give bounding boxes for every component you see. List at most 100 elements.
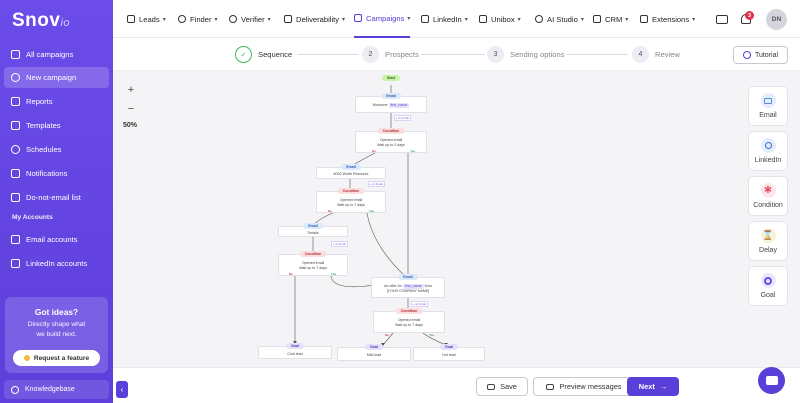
arrow-right-icon: → (659, 382, 668, 391)
sidebar-item-label: Email accounts (26, 235, 78, 244)
edge-delay-label: + in 0 min (394, 115, 412, 121)
sidebar-item-label: LinkedIn accounts (26, 259, 88, 268)
zoom-out-button[interactable]: − (127, 103, 135, 115)
nav-finder[interactable]: Finder▾ (178, 0, 218, 38)
nav-verifier[interactable]: Verifier▾ (229, 0, 271, 38)
sidebar-item-new-campaign[interactable]: New campaign (4, 67, 109, 88)
flow-node-email-1[interactable]: Email Welcome first_name (355, 93, 427, 113)
user-menu[interactable]: DN (766, 0, 787, 38)
flow-start[interactable]: Start (378, 75, 404, 84)
nav-campaigns[interactable]: Campaigns▾ (354, 0, 411, 38)
check-icon: ✓ (235, 46, 252, 63)
cloud-icon (487, 383, 496, 390)
nav-linkedin[interactable]: LinkedIn▾ (421, 0, 468, 38)
delay-icon: ⌛ (760, 228, 776, 243)
check-circle-icon (229, 15, 237, 23)
zoom-level: 50% (123, 122, 138, 129)
step-sequence[interactable]: ✓ Sequence (235, 46, 292, 63)
condition-icon: ✱ (760, 183, 776, 198)
sidebar-item-label: Templates (26, 121, 61, 130)
save-button[interactable]: Save (476, 377, 528, 396)
clock-icon (11, 145, 20, 154)
sidebar-item-do-not-email[interactable]: Do-not-email list (4, 187, 109, 208)
palette-condition[interactable]: ✱ Condition (748, 176, 788, 216)
linkedin-icon (421, 15, 429, 23)
chat-support-button[interactable] (758, 367, 785, 394)
flow-node-email-3[interactable]: Email Details (278, 223, 348, 237)
palette-delay[interactable]: ⌛ Delay (748, 221, 788, 261)
palette-email[interactable]: Email (748, 86, 788, 126)
sidebar-item-all-campaigns[interactable]: All campaigns (4, 44, 109, 65)
edge (422, 332, 447, 346)
sparkle-icon (535, 15, 543, 23)
envelope-icon (354, 14, 362, 22)
flow-node-condition-4[interactable]: Condition Opened email Wait up to 7 days (373, 308, 445, 333)
edge (366, 212, 406, 277)
notifications-button[interactable]: 3 (741, 0, 754, 38)
flow-node-email-2[interactable]: Email #002 Worth Resource (316, 164, 386, 179)
ideas-card: Got ideas? Directly shape what we build … (5, 297, 108, 373)
card-icon (716, 14, 728, 24)
billing-button[interactable] (716, 0, 728, 38)
edge-delay-label: + in 0 min (331, 241, 349, 247)
chevron-down-icon: ▾ (267, 16, 271, 23)
ideas-line2: we build next. (36, 331, 77, 338)
edge-delay-label: + in 0 min (411, 301, 429, 307)
palette-goal[interactable]: Goal (748, 266, 788, 306)
flow-node-condition-2[interactable]: Condition Opened email Wait up to 7 days (316, 188, 386, 213)
palette-linkedin[interactable]: LinkedIn (748, 131, 788, 171)
sidebar-item-email-accounts[interactable]: Email accounts (4, 229, 109, 250)
goal-icon (760, 273, 776, 288)
linkedin-icon (11, 259, 20, 268)
crm-icon (593, 15, 601, 23)
flow-node-goal-hot[interactable]: Goal Hot lead (413, 344, 485, 361)
logo[interactable]: Snovio (12, 10, 71, 31)
chevron-down-icon: ▾ (517, 16, 521, 23)
sidebar-item-label: All campaigns (26, 50, 74, 59)
avatar: DN (766, 8, 787, 30)
knowledgebase-link[interactable]: Knowledgebase (4, 380, 109, 399)
inbox-icon (479, 15, 487, 23)
flow-canvas[interactable]: + − 50% (113, 71, 800, 367)
sidebar-item-notifications[interactable]: Notifications (4, 163, 109, 184)
nav-ai-studio[interactable]: AI Studio▾ (535, 0, 584, 38)
chevron-down-icon: ▾ (407, 15, 411, 22)
nav-leads[interactable]: Leads▾ (127, 0, 166, 38)
bell-icon: 3 (741, 11, 754, 24)
sidebar-item-schedules[interactable]: Schedules (4, 139, 109, 160)
nav-unibox[interactable]: Unibox▾ (479, 0, 521, 38)
step-prospects[interactable]: 2 Prospects (362, 46, 419, 63)
step-review[interactable]: 4 Review (632, 46, 680, 63)
flow-node-goal-cold[interactable]: Goal Cold lead (258, 343, 332, 359)
plus-circle-icon (11, 73, 20, 82)
collapse-sidebar-button[interactable]: ‹ (116, 381, 128, 398)
chevron-down-icon: ▾ (214, 16, 218, 23)
step-sending-options[interactable]: 3 Sending options (487, 46, 564, 63)
email-icon (760, 93, 776, 108)
preview-messages-button[interactable]: Preview messages (533, 377, 635, 396)
bottom-action-bar: ‹ Save Preview messages Next → (113, 367, 800, 403)
flow-node-condition-1[interactable]: Condition Opened email Wait up to 3 days (355, 128, 427, 153)
flow-node-condition-3[interactable]: Condition Opened email Wait up to 7 days (278, 251, 348, 276)
next-button[interactable]: Next → (627, 377, 679, 396)
chat-icon (765, 376, 778, 385)
play-icon (742, 51, 751, 59)
sidebar-item-templates[interactable]: Templates (4, 115, 109, 136)
mail-icon (11, 50, 20, 59)
flow-node-goal-mild[interactable]: Goal Mild lead (337, 344, 411, 361)
tutorial-button[interactable]: Tutorial (733, 46, 788, 64)
nav-crm[interactable]: CRM▾ (593, 0, 628, 38)
sidebar-item-label: New campaign (26, 73, 77, 82)
flow-node-email-4[interactable]: Email An offer for first_name from [YOUR… (371, 274, 445, 298)
nav-deliverability[interactable]: Deliverability▾ (284, 0, 345, 38)
request-feature-button[interactable]: Request a feature (13, 350, 100, 366)
step-divider (298, 54, 358, 55)
sidebar-item-reports[interactable]: Reports (4, 91, 109, 112)
zoom-in-button[interactable]: + (127, 84, 135, 96)
preview-icon (546, 383, 555, 390)
mailbox-icon (11, 235, 20, 244)
nav-extensions[interactable]: Extensions▾ (640, 0, 695, 38)
chevron-down-icon: ▾ (464, 16, 468, 23)
sidebar-item-label: Notifications (26, 169, 68, 178)
sidebar-item-linkedin-accounts[interactable]: LinkedIn accounts (4, 253, 109, 274)
